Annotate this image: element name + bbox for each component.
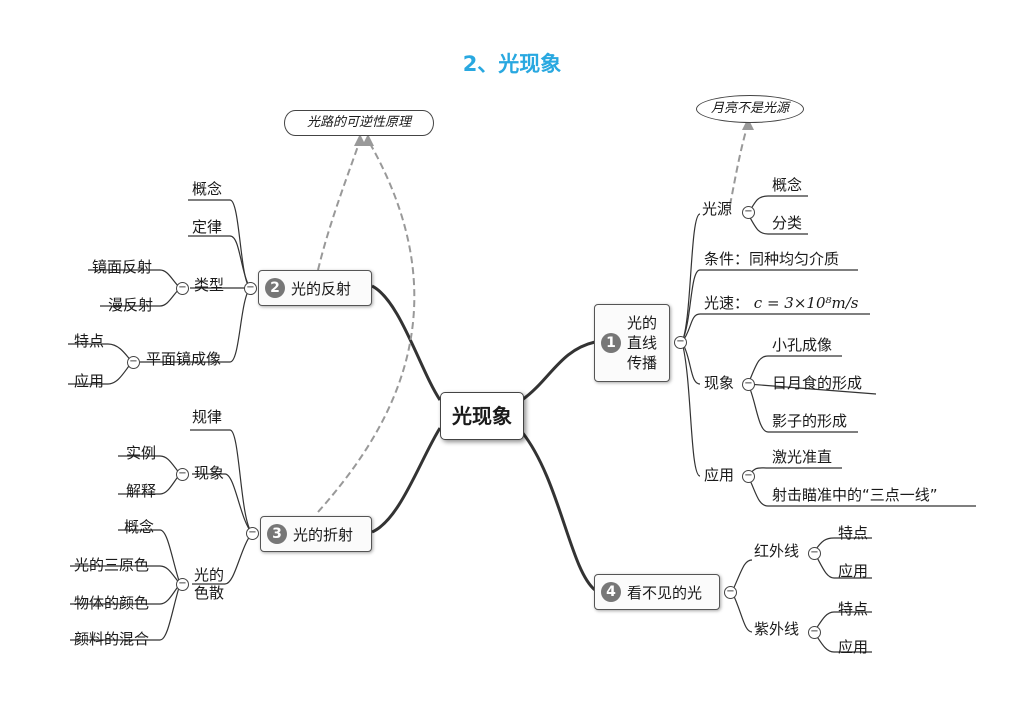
collapse-icon[interactable]: − — [244, 282, 257, 295]
moon-bubble: 月亮不是光源 — [696, 95, 804, 123]
dispersion-primary-colors: 光的三原色 — [74, 556, 150, 574]
collapse-icon[interactable]: − — [176, 282, 189, 295]
speed-value: c = 3×10⁸m/s — [753, 294, 859, 312]
plane-feature: 特点 — [74, 332, 105, 350]
node-label: 光的反射 — [291, 279, 352, 298]
page-title: 2、光现象 — [462, 52, 562, 76]
branch-center-invisible — [520, 431, 597, 592]
node-straight-propagation[interactable]: 1 光的 直线 传播 — [594, 304, 670, 382]
node-label-line: 传播 — [627, 354, 658, 372]
node-label-line: 光的 — [627, 314, 658, 332]
source-concept: 概念 — [772, 176, 803, 194]
node-number-badge: 1 — [601, 333, 621, 353]
node-number-badge: 2 — [265, 278, 285, 298]
straight-source: 光源 — [702, 200, 733, 218]
reflection-types: 类型 — [194, 276, 225, 294]
collapse-icon[interactable]: − — [808, 626, 821, 639]
node-label: 光的折射 — [293, 525, 354, 544]
collapse-icon[interactable]: − — [742, 206, 755, 219]
reflection-law: 定律 — [192, 218, 223, 236]
dashed-link-moon-source — [729, 123, 749, 206]
collapse-icon[interactable]: − — [742, 378, 755, 391]
refraction-law: 规律 — [192, 408, 223, 426]
collapse-icon[interactable]: − — [176, 578, 189, 591]
collapse-icon[interactable]: − — [127, 356, 140, 369]
collapse-icon[interactable]: − — [176, 468, 189, 481]
source-classify: 分类 — [772, 214, 803, 232]
branch-center-straight — [521, 340, 596, 402]
refraction-phenomenon: 现象 — [194, 464, 225, 482]
invisible-ultraviolet: 紫外线 — [754, 620, 800, 638]
dispersion-pigment: 颜料的混合 — [74, 630, 150, 648]
node-refraction[interactable]: 3 光的折射 — [260, 516, 372, 552]
infrared-application: 应用 — [838, 562, 869, 580]
collapse-icon[interactable]: − — [724, 586, 737, 599]
phenomenon-pinhole: 小孔成像 — [772, 336, 833, 354]
branch-center-reflection — [371, 284, 442, 401]
refraction-example: 实例 — [126, 444, 157, 462]
application-laser: 激光准直 — [772, 448, 833, 466]
phenomenon-shadow: 影子的形成 — [772, 412, 848, 430]
straight-speed: 光速： c = 3×10⁸m/s — [704, 294, 859, 312]
refraction-explain: 解释 — [126, 482, 157, 500]
refraction-dispersion: 光的色散 — [194, 566, 225, 602]
node-label-line: 直线 — [627, 334, 658, 352]
branch-center-refraction — [371, 427, 442, 534]
reflection-mirror: 镜面反射 — [92, 258, 153, 276]
node-reflection[interactable]: 2 光的反射 — [258, 270, 372, 306]
collapse-icon[interactable]: − — [808, 547, 821, 560]
dashed-link-principle-refraction — [317, 139, 416, 513]
collapse-icon[interactable]: − — [742, 470, 755, 483]
node-number-badge: 3 — [267, 524, 287, 544]
ultraviolet-application: 应用 — [838, 638, 869, 656]
straight-application: 应用 — [704, 466, 735, 484]
collapse-icon[interactable]: − — [246, 527, 259, 540]
node-label: 看不见的光 — [627, 583, 703, 602]
reflection-concept: 概念 — [192, 180, 223, 198]
node-number-badge: 4 — [601, 582, 621, 602]
speed-label: 光速： — [704, 294, 750, 312]
dashed-link-principle-reflection — [317, 139, 361, 271]
ultraviolet-feature: 特点 — [838, 600, 869, 618]
reflection-plane-mirror: 平面镜成像 — [146, 350, 222, 368]
plane-application: 应用 — [74, 372, 105, 390]
dispersion-concept: 概念 — [124, 518, 155, 536]
straight-condition: 条件：同种均匀介质 — [704, 250, 840, 268]
application-shooting: 射击瞄准中的“三点一线” — [772, 486, 938, 504]
phenomenon-eclipse: 日月食的形成 — [772, 374, 863, 392]
collapse-icon[interactable]: − — [674, 336, 687, 349]
principle-bubble: 光路的可逆性原理 — [284, 110, 434, 136]
infrared-feature: 特点 — [838, 524, 869, 542]
center-node[interactable]: 光现象 — [440, 392, 524, 440]
straight-phenomenon: 现象 — [704, 374, 735, 392]
node-invisible-light[interactable]: 4 看不见的光 — [594, 574, 720, 610]
reflection-diffuse: 漫反射 — [108, 296, 154, 314]
invisible-infrared: 红外线 — [754, 542, 800, 560]
dispersion-object-color: 物体的颜色 — [74, 594, 150, 612]
